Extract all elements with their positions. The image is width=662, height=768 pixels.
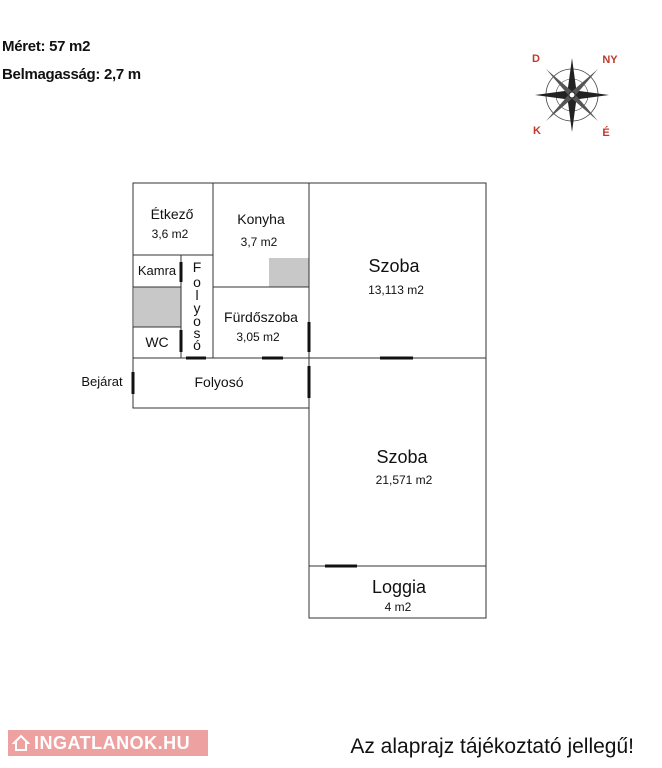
- corridor-letter: o: [193, 274, 201, 290]
- room-area-szoba-2: 21,571 m2: [376, 473, 433, 487]
- room-name-etkezo: Étkező: [151, 206, 194, 222]
- room-area-loggia: 4 m2: [385, 600, 412, 614]
- house-icon: [8, 730, 34, 756]
- room-area-konyha: 3,7 m2: [241, 235, 278, 249]
- kitchen-fixture: [269, 258, 309, 287]
- room-area-furdoszoba: 3,05 m2: [236, 330, 280, 344]
- corridor-letter: ó: [193, 337, 201, 353]
- doors: [131, 262, 413, 568]
- corridor-letter: F: [193, 259, 202, 275]
- compass-icon: É K D NY: [532, 53, 618, 139]
- room-name-szoba-1: Szoba: [368, 256, 420, 276]
- room-name-konyha: Konyha: [237, 211, 285, 227]
- compass-letter-d: D: [532, 53, 540, 65]
- room-name-szoba-2: Szoba: [376, 447, 428, 467]
- compass-letter-e: É: [602, 126, 609, 139]
- compass-letter-ny: NY: [602, 54, 618, 66]
- corridor-letter: s: [194, 325, 201, 341]
- floor-area-label: Méret: 57 m2: [2, 38, 91, 55]
- corridor-letter: o: [193, 313, 201, 329]
- vertical-corridor-label: F o l y o s ó: [193, 259, 202, 353]
- pantry-fixture: [134, 287, 181, 327]
- disclaimer-text: Az alaprajz tájékoztató jellegű!: [350, 735, 634, 758]
- ceiling-height-label: Belmagasság: 2,7 m: [2, 66, 141, 83]
- brand-name: INGATLANOK.HU: [34, 732, 191, 753]
- compass-letter-k: K: [533, 125, 541, 137]
- corridor-letter: l: [195, 287, 198, 303]
- room-area-etkezo: 3,6 m2: [152, 227, 189, 241]
- brand-watermark: INGATLANOK.HU: [8, 730, 208, 756]
- corridor-letter: y: [194, 300, 201, 316]
- room-area-szoba-1: 13,113 m2: [368, 283, 424, 297]
- room-name-furdoszoba: Fürdőszoba: [224, 309, 298, 325]
- entrance-label: Bejárat: [81, 374, 123, 389]
- room-name-loggia: Loggia: [372, 577, 427, 597]
- walls: [132, 182, 487, 619]
- room-name-wc: WC: [145, 334, 168, 350]
- room-name-folyoso: Folyosó: [194, 374, 243, 390]
- room-name-kamra: Kamra: [138, 263, 177, 278]
